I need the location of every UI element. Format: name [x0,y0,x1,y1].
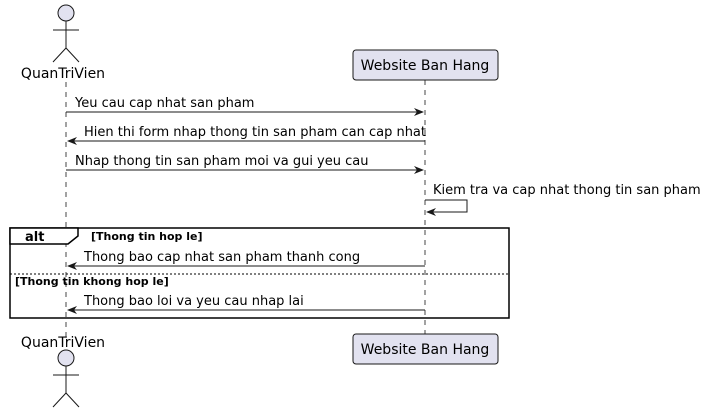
alt-guard-1: [Thong tin hop le] [91,230,203,243]
alt-fragment-frame [9,227,510,319]
self-message-arrowhead-icon [426,208,436,216]
message-2-arrowhead-icon [67,137,77,145]
branch-2-message-label: Thong bao loi va yeu cau nhap lai [83,294,304,309]
actor-bottom-icon [52,349,80,408]
branch-1-arrowhead-icon [67,262,77,270]
message-2-label: Hien thi form nhap thong tin san pham ca… [84,125,426,140]
self-message-arrow [425,199,468,213]
alt-operator-label: alt [25,230,44,245]
participant-system-top-label: Website Ban Hang [361,58,490,74]
alt-operator-tab [9,227,79,245]
actor-top-icon [52,4,80,63]
actor-top-name: QuanTriVien [21,66,105,82]
participant-system-bottom [352,333,499,365]
self-message-label: Kiem tra va cap nhat thong tin san pham [433,183,701,198]
participant-system-bottom-label: Website Ban Hang [361,342,490,358]
actor-bottom-name: QuanTriVien [21,335,105,351]
participant-system-top [352,49,499,81]
message-3-arrowhead-icon [414,166,424,174]
alt-guard-2: [Thong tin khong hop le] [15,275,169,288]
message-1-label: Yeu cau cap nhat san pham [74,96,254,111]
message-1-arrowhead-icon [414,108,424,116]
branch-1-message-label: Thong bao cap nhat san pham thanh cong [83,250,360,265]
branch-2-arrowhead-icon [67,306,77,314]
message-3-label: Nhap thong tin san pham moi va gui yeu c… [75,154,368,169]
